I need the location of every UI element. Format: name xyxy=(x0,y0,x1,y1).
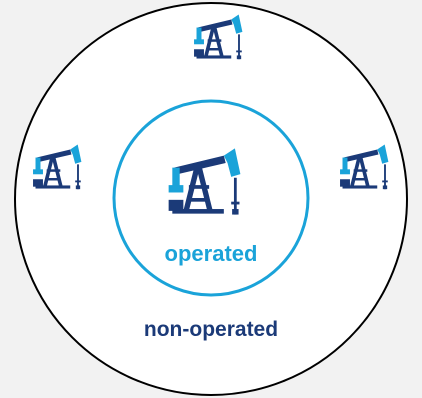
outer-circle xyxy=(14,2,408,396)
non-operated-label: non-operated xyxy=(143,318,279,341)
operated-label: operated xyxy=(164,241,258,266)
inner-circle xyxy=(112,99,310,297)
